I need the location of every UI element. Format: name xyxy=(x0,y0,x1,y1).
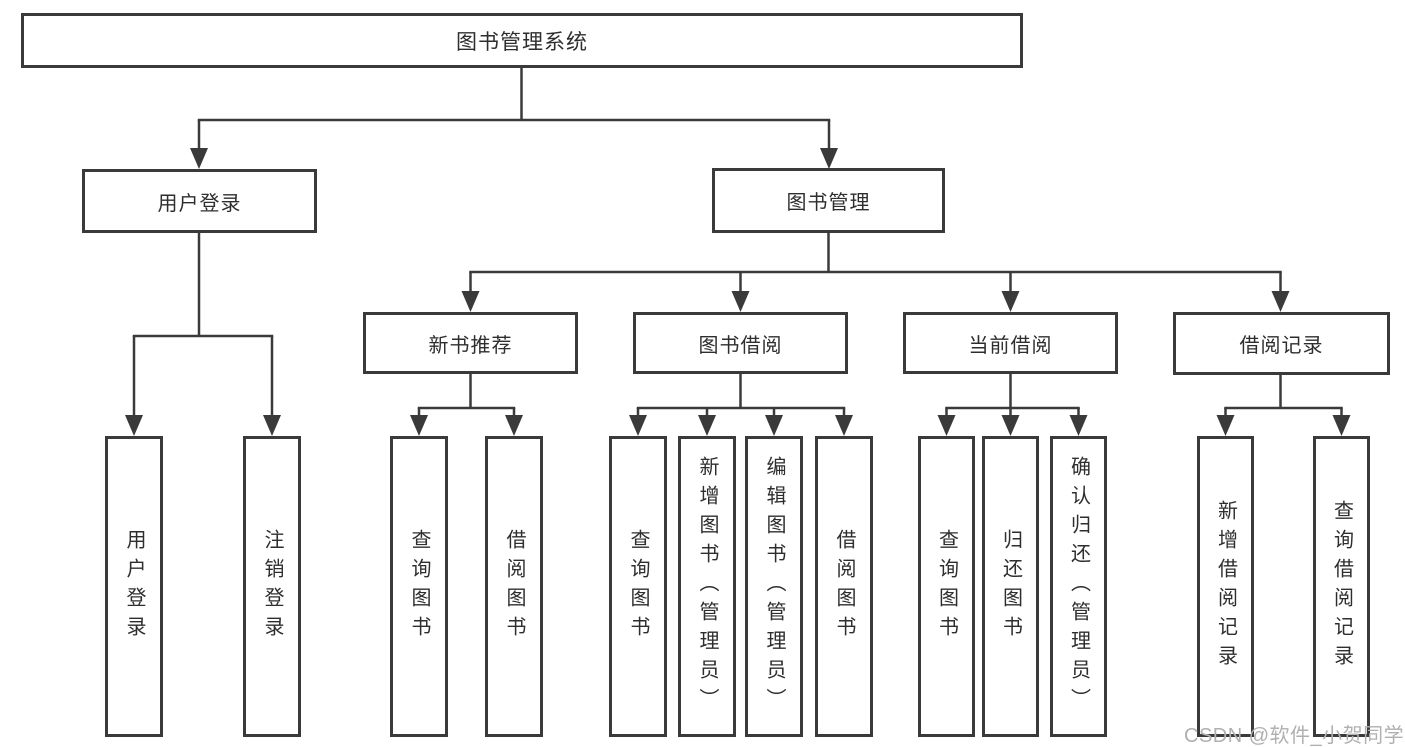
root-node-label: 图书管理系统 xyxy=(456,30,588,54)
leaf-confirm-return-admin-label: 确认归还（管理员） xyxy=(1067,456,1090,717)
leaf-edit-book-admin: 编辑图书（管理员） xyxy=(745,436,803,737)
csdn-watermark: CSDN @软件_小贺同学 xyxy=(1184,725,1405,747)
section-borrow-records-label: 借阅记录 xyxy=(1239,335,1324,357)
leaf-return-books: 归还图书 xyxy=(982,436,1039,737)
leaf-borrow-books-recommend-label: 借阅图书 xyxy=(503,528,525,645)
leaf-add-book-admin: 新增图书（管理员） xyxy=(678,436,736,737)
leaf-query-books-borrow: 查询图书 xyxy=(609,436,667,737)
leaf-borrow-books-label: 借阅图书 xyxy=(833,528,855,645)
branch-user-login-label: 用户登录 xyxy=(157,192,242,215)
leaf-add-book-admin-label: 新增图书（管理员） xyxy=(696,456,718,717)
connector-user-login-to-leaves xyxy=(125,233,281,436)
leaf-query-books-recommend: 查询图书 xyxy=(390,436,448,737)
leaf-borrow-books: 借阅图书 xyxy=(815,436,873,737)
leaf-confirm-return-admin: 确认归还（管理员） xyxy=(1050,436,1107,737)
section-book-borrow: 图书借阅 xyxy=(633,312,848,374)
connector-new-books-to-leaves xyxy=(410,374,523,436)
connector-root-to-level2 xyxy=(190,68,838,169)
section-new-book-recommend: 新书推荐 xyxy=(363,312,578,374)
leaf-add-borrow-record-label: 新增借阅记录 xyxy=(1214,499,1237,674)
leaf-return-books-label: 归还图书 xyxy=(999,528,1022,645)
leaf-query-borrow-record-label: 查询借阅记录 xyxy=(1330,499,1353,674)
section-new-book-recommend-label: 新书推荐 xyxy=(428,334,513,357)
leaf-query-books-borrow-label: 查询图书 xyxy=(627,528,649,645)
leaf-logout-label: 注销登录 xyxy=(261,528,283,645)
leaf-query-books-current-label: 查询图书 xyxy=(935,528,958,645)
section-borrow-records: 借阅记录 xyxy=(1173,312,1390,375)
connector-book-mgmt-to-level3 xyxy=(461,233,1290,312)
connector-current-borrow-to-leaves xyxy=(937,374,1088,436)
leaf-user-login-label: 用户登录 xyxy=(123,528,145,645)
leaf-logout: 注销登录 xyxy=(243,436,301,737)
leaf-query-books-current: 查询图书 xyxy=(918,436,975,737)
branch-user-login: 用户登录 xyxy=(82,169,317,233)
section-current-borrow-label: 当前借阅 xyxy=(968,334,1053,357)
branch-book-management-label: 图书管理 xyxy=(786,192,871,214)
connector-book-borrow-to-leaves xyxy=(629,374,853,436)
leaf-user-login: 用户登录 xyxy=(105,436,163,737)
leaf-borrow-books-recommend: 借阅图书 xyxy=(485,436,543,737)
section-current-borrow: 当前借阅 xyxy=(903,312,1118,374)
leaf-add-borrow-record: 新增借阅记录 xyxy=(1197,436,1254,737)
connector-borrow-records-to-leaves xyxy=(1216,374,1351,436)
leaf-query-books-recommend-label: 查询图书 xyxy=(408,528,430,645)
section-book-borrow-label: 图书借阅 xyxy=(698,334,783,357)
leaf-query-borrow-record: 查询借阅记录 xyxy=(1313,436,1370,737)
branch-book-management: 图书管理 xyxy=(712,168,945,233)
leaf-edit-book-admin-label: 编辑图书（管理员） xyxy=(763,456,785,717)
root-node-library-system: 图书管理系统 xyxy=(21,13,1023,68)
